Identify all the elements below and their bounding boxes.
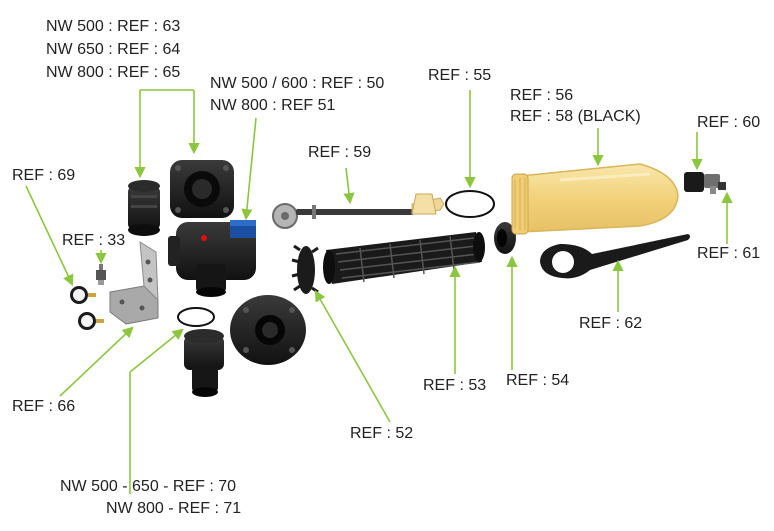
leader-line-ref-52	[314, 290, 391, 423]
filter-cartridge-part	[323, 232, 485, 284]
label-ref59: REF : 59	[308, 144, 372, 161]
label-ref58-black: REF : 58 (BLACK)	[510, 108, 641, 125]
spindle-part	[272, 193, 445, 229]
label-nw500-650-ref70: NW 500 - 650 - REF : 70	[60, 478, 237, 495]
label-nw500-ref63: NW 500 : REF : 63	[46, 18, 181, 35]
label-nw500-600-ref50: NW 500 / 600 : REF : 50	[210, 75, 385, 92]
label-ref53: REF : 53	[423, 377, 487, 394]
small-valve-part	[96, 264, 106, 285]
leader-line-ref-70-71-diag	[129, 328, 184, 373]
label-nw800-ref71: NW 800 - REF : 71	[106, 500, 242, 517]
label-ref69: REF : 69	[12, 167, 76, 184]
impeller-part	[291, 244, 319, 294]
mounting-bracket-part	[109, 241, 159, 325]
label-ref56: REF : 56	[510, 87, 574, 104]
label-ref54: REF : 54	[506, 372, 570, 389]
leader-line-ref-50-51	[241, 117, 257, 221]
leader-lines	[25, 89, 733, 494]
pressure-gauge-part	[70, 286, 104, 330]
bowl-wrench-part	[540, 234, 690, 279]
outlet-o-ring-part	[177, 307, 215, 327]
filter-bowl-part	[511, 163, 679, 235]
threaded-connector-part	[128, 180, 160, 236]
label-ref66: REF : 66	[12, 398, 76, 415]
drain-nozzle-part	[718, 182, 726, 190]
drain-valve-part	[684, 172, 720, 194]
leader-line-ref-69	[25, 185, 74, 287]
label-ref55: REF : 55	[428, 67, 492, 84]
lower-connector-part	[184, 329, 224, 397]
label-nw800-ref51: NW 800 : REF 51	[210, 97, 336, 114]
leader-line-ref-66	[59, 326, 134, 397]
flange-part	[170, 160, 234, 218]
label-ref61: REF : 61	[697, 245, 761, 262]
leader-line-ref-59	[343, 167, 355, 205]
end-cap-part	[494, 222, 516, 254]
label-ref33: REF : 33	[62, 232, 126, 249]
lower-flange-part	[230, 295, 306, 365]
label-nw650-ref64: NW 650 : REF : 64	[46, 41, 181, 58]
label-ref62: REF : 62	[579, 315, 643, 332]
label-nw800-ref65: NW 800 : REF : 65	[46, 64, 181, 81]
valve-head-part	[168, 220, 256, 297]
label-ref60: REF : 60	[697, 114, 761, 131]
o-ring-part	[445, 190, 495, 218]
label-ref52: REF : 52	[350, 425, 414, 442]
